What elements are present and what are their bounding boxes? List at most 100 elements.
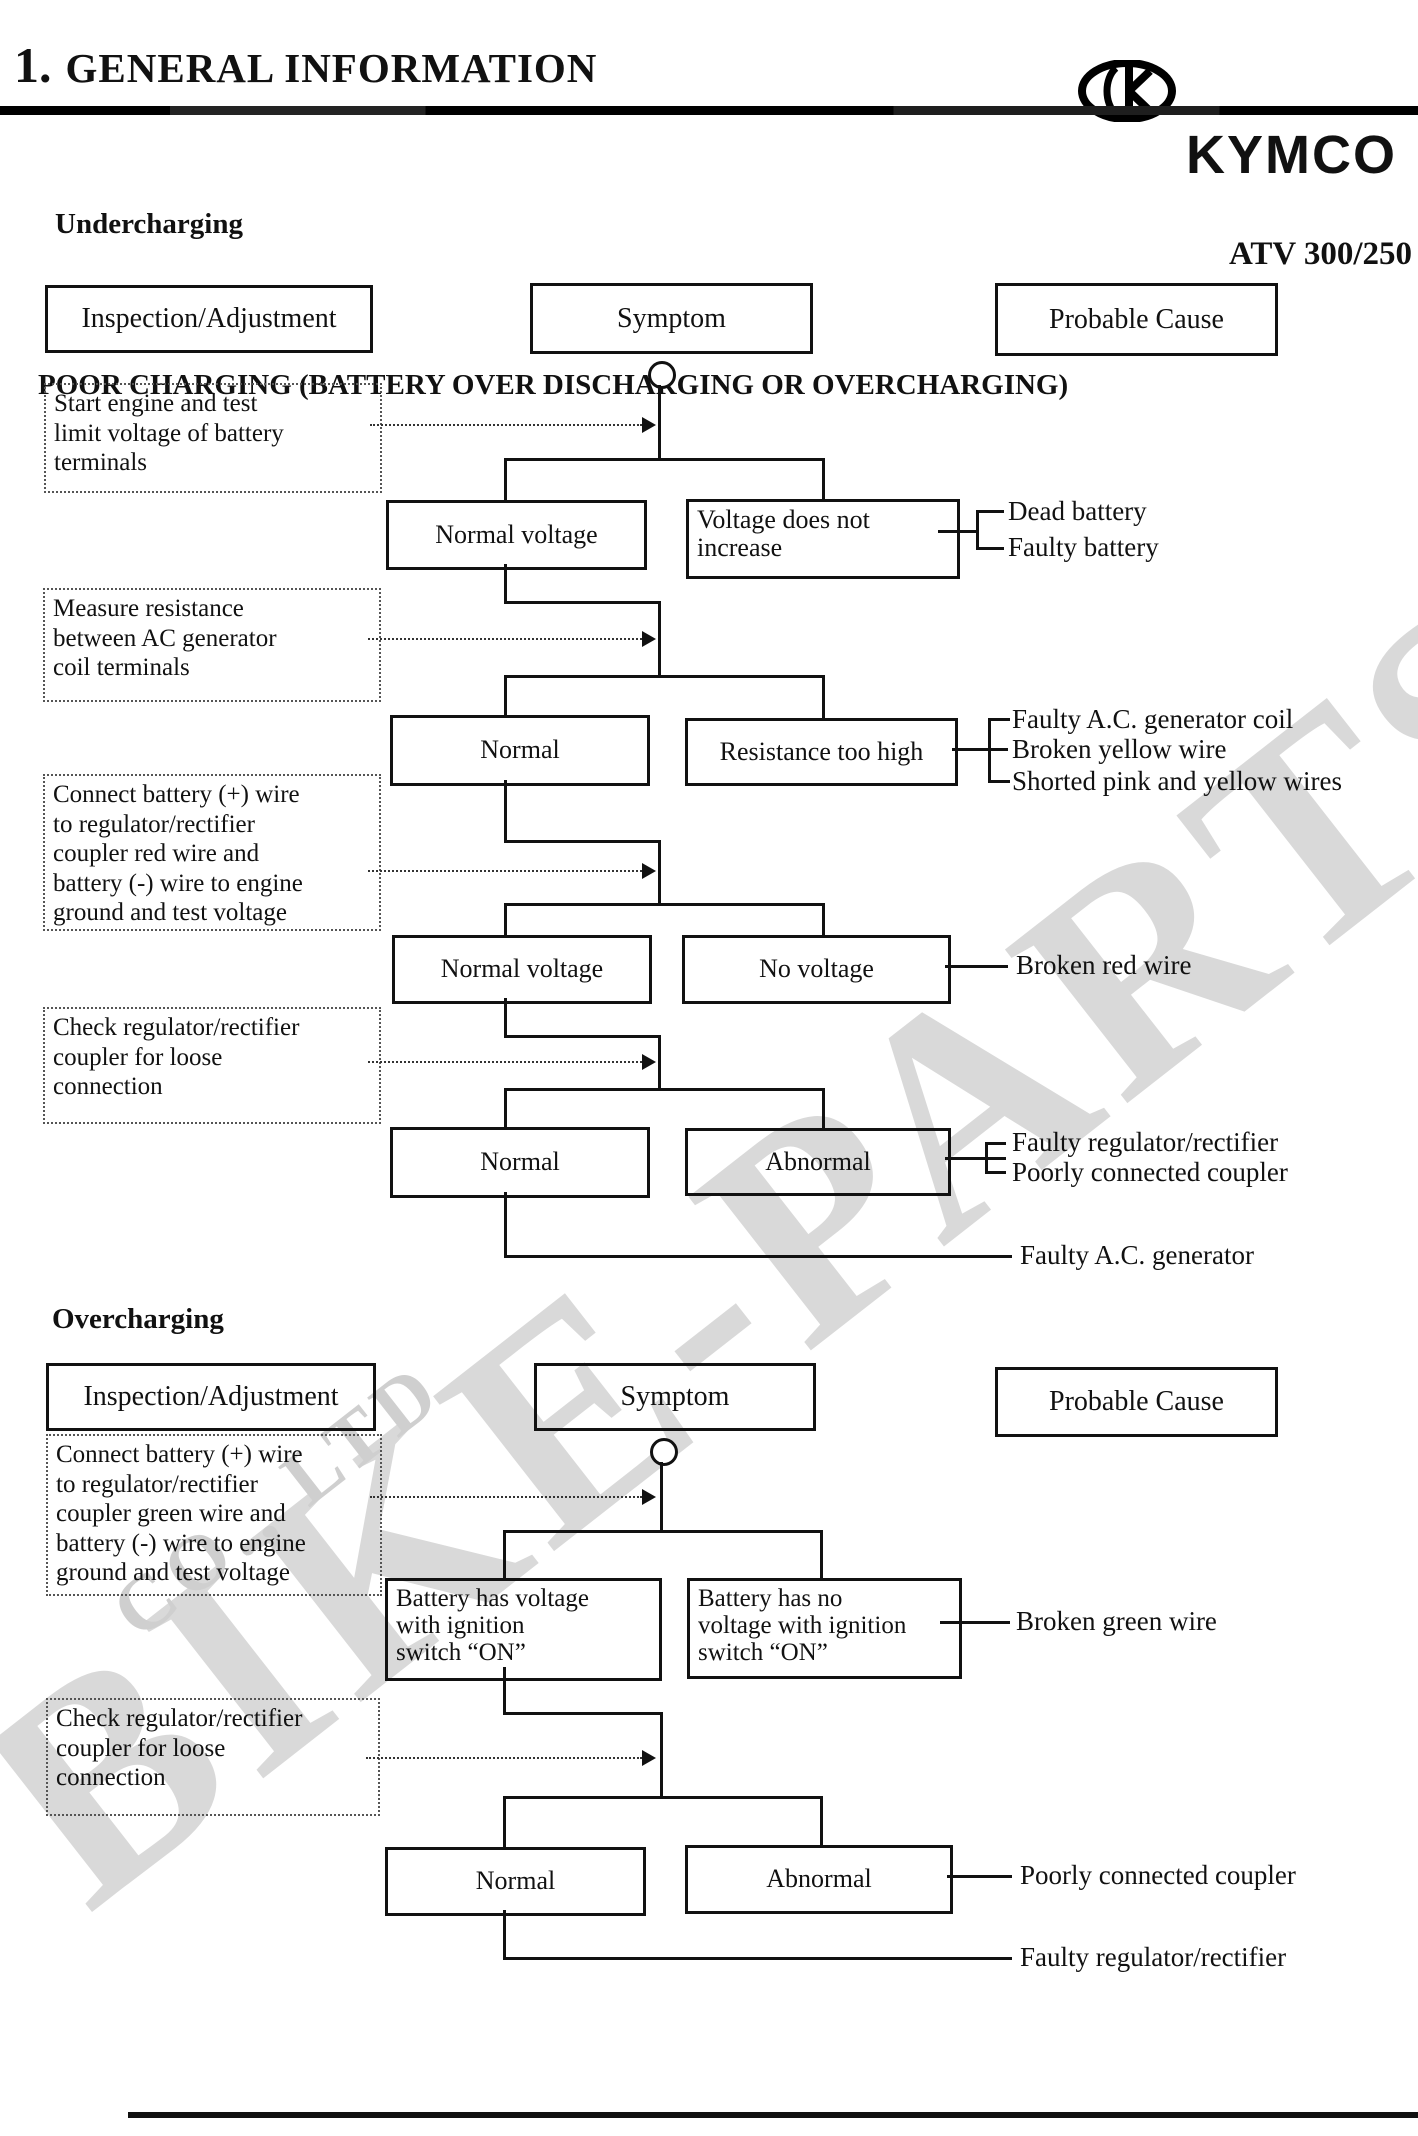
cause-label: Poorly connected coupler — [1012, 1157, 1288, 1187]
section-heading-undercharging: Undercharging — [55, 208, 243, 240]
cause-connector — [504, 1255, 1012, 1258]
flow-line — [504, 840, 661, 843]
branch-drop — [822, 903, 825, 937]
step-line: to regulator/rectifier — [53, 810, 255, 838]
section-heading-overcharging: Overcharging — [52, 1303, 224, 1335]
step-line: battery (-) wire to engine — [56, 1529, 306, 1557]
header-rule — [0, 106, 1418, 115]
symptom-line: Voltage does not — [697, 505, 870, 534]
cause-bracket-arm — [988, 718, 1010, 721]
result-box-ok: Normal — [390, 1127, 650, 1198]
flow-line — [658, 1035, 661, 1091]
result-line: switch “ON” — [396, 1639, 526, 1666]
step-line: terminals — [54, 449, 148, 476]
column-header-label: Inspection/Adjustment — [81, 303, 337, 334]
result-line: with ignition — [396, 1612, 525, 1639]
cause-connector — [945, 1157, 1006, 1160]
flow-line — [658, 385, 661, 460]
step-line: coupler green wire and — [56, 1500, 286, 1527]
arrowhead-icon — [642, 1489, 656, 1505]
cause-connector — [503, 1957, 1012, 1960]
flow-line — [660, 1712, 663, 1799]
cause-bracket-arm — [988, 780, 1010, 783]
branch-drop — [820, 1796, 823, 1847]
result-label: Normal — [475, 1866, 556, 1896]
flow-start-circle — [650, 1438, 678, 1466]
dotted-arrow — [370, 1496, 642, 1498]
step-line: coupler for loose — [56, 1734, 226, 1762]
result-box-symptom: Abnormal — [685, 1845, 953, 1914]
dotted-arrow — [368, 638, 642, 640]
flow-line — [504, 1035, 661, 1038]
flow-line — [660, 1462, 663, 1532]
arrowhead-icon — [642, 1750, 656, 1766]
flow-line — [504, 564, 507, 604]
branch-line — [504, 458, 825, 461]
cause-label: Faulty A.C. generator coil — [1012, 704, 1294, 734]
result-label: Normal — [480, 1147, 560, 1177]
dotted-arrow — [368, 1061, 642, 1063]
branch-line — [504, 903, 825, 906]
step-line: battery (-) wire to engine — [53, 869, 303, 897]
result-label: Resistance too high — [719, 736, 924, 766]
result-box-ok: Battery has voltage with ignition switch… — [385, 1578, 662, 1681]
branch-line — [504, 1088, 825, 1091]
symptom-line: increase — [697, 533, 783, 563]
branch-drop — [504, 903, 507, 937]
flow-start-circle — [648, 361, 676, 389]
result-box-ok: Normal voltage — [392, 935, 652, 1004]
cause-label: Poorly connected coupler — [1020, 1860, 1296, 1890]
branch-line — [504, 675, 825, 678]
cause-bracket — [988, 718, 991, 782]
page-title: POOR CHARGING (BATTERY OVER DISCHARGING … — [38, 369, 1069, 401]
column-header-symptom: Symptom — [530, 283, 813, 354]
brand-text: KYMCO — [1186, 125, 1397, 185]
cause-connector — [952, 748, 1008, 751]
flow-line — [503, 1712, 663, 1715]
step-line: Connect battery (+) wire — [53, 781, 300, 808]
step-line: Check regulator/rectifier — [56, 1705, 303, 1732]
step-line: between AC generator — [53, 624, 277, 652]
step-line: coil terminals — [53, 654, 190, 681]
arrowhead-icon — [642, 417, 656, 433]
branch-drop — [504, 458, 507, 502]
step-line: ground and test voltage — [53, 899, 287, 926]
cause-bracket-arm — [976, 510, 1004, 513]
result-box-symptom: Battery has no voltage with ignition swi… — [687, 1578, 962, 1679]
flow-line — [504, 601, 661, 604]
branch-drop — [822, 1088, 825, 1130]
model-text: ATV 300/250 — [1228, 236, 1412, 272]
step-line: Connect battery (+) wire — [56, 1441, 303, 1468]
result-label: Abnormal — [765, 1146, 871, 1176]
result-label: Normal voltage — [440, 954, 604, 984]
branch-drop — [503, 1530, 506, 1578]
flow-line — [504, 998, 507, 1038]
result-box-ok: Normal voltage — [386, 500, 647, 570]
step-box: Connect battery (+) wire to regulator/re… — [43, 774, 381, 931]
column-header-label: Symptom — [617, 302, 726, 334]
branch-drop — [822, 675, 825, 720]
result-box-symptom: No voltage — [682, 935, 951, 1004]
cause-bracket — [985, 1142, 988, 1174]
result-label: Normal voltage — [435, 519, 598, 549]
cause-connector — [940, 1621, 1010, 1624]
step-line: connection — [53, 1073, 163, 1100]
symptom-line: voltage with ignition — [698, 1612, 907, 1639]
arrowhead-icon — [642, 631, 656, 647]
cause-label: Faulty battery — [1008, 532, 1159, 562]
result-box-ok: Normal — [390, 715, 650, 786]
result-box-ok: Normal — [385, 1847, 646, 1916]
step-line: coupler red wire and — [53, 840, 260, 867]
symptom-line: switch “ON” — [698, 1639, 828, 1666]
branch-drop — [504, 1088, 507, 1129]
step-line: ground and test voltage — [56, 1559, 290, 1586]
flow-line — [658, 601, 661, 678]
flow-line — [658, 840, 661, 906]
flow-line — [504, 780, 507, 843]
cause-label: Faulty regulator/rectifier — [1012, 1127, 1279, 1157]
result-box-symptom: Abnormal — [685, 1128, 951, 1196]
doc-heading: 1. GENERAL INFORMATION — [14, 36, 1418, 94]
final-cause-label: Faulty regulator/rectifier — [1020, 1942, 1287, 1972]
flow-line — [504, 1192, 507, 1258]
dotted-arrow — [368, 870, 642, 872]
